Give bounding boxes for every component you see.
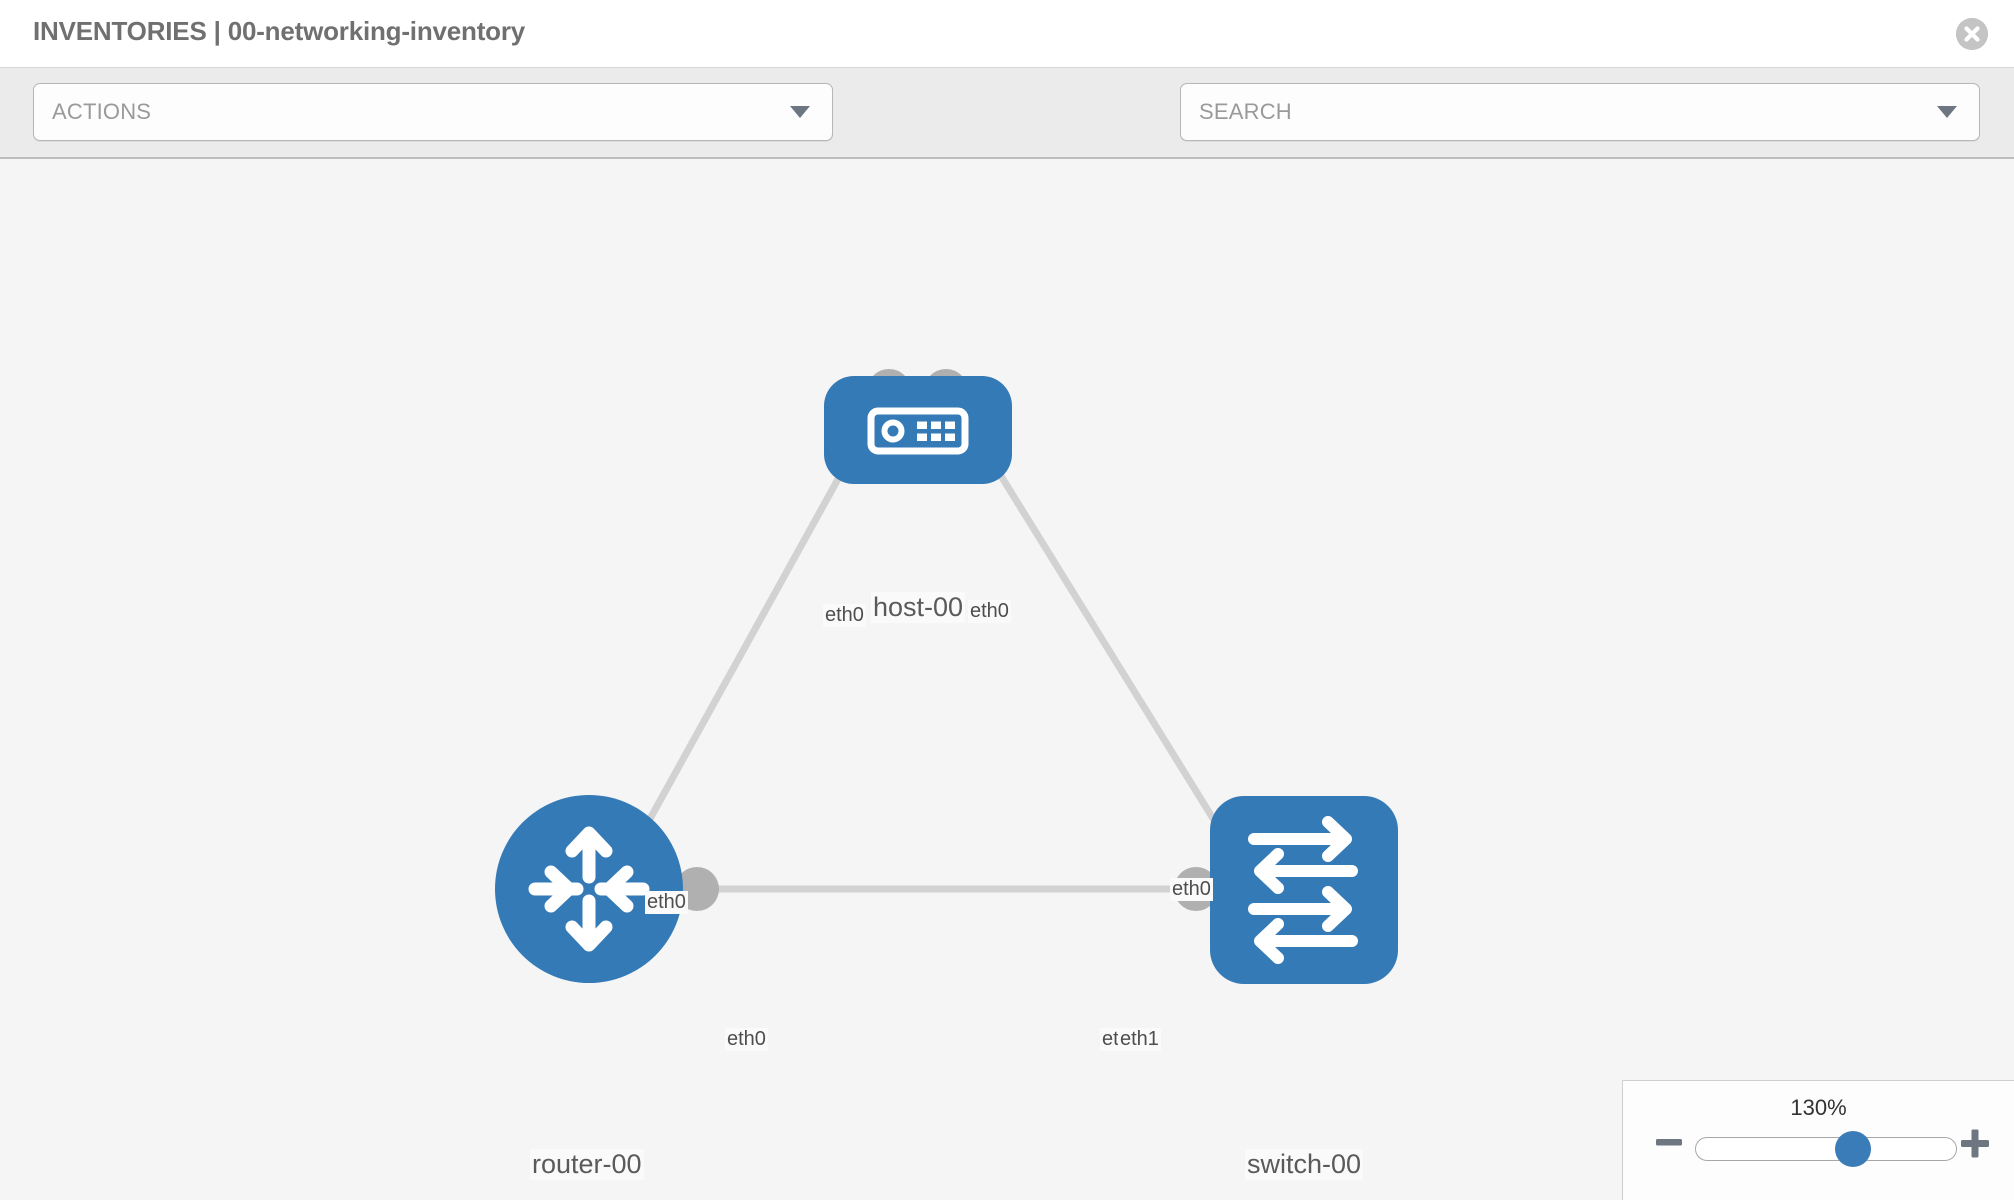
node-host-00 xyxy=(824,376,1012,484)
topology-graph xyxy=(495,369,1398,984)
minus-icon[interactable] xyxy=(1653,1126,1685,1163)
node-router-00 xyxy=(495,795,683,983)
iface-label-router00-right: eth0 xyxy=(725,1028,768,1051)
actions-dropdown-label: ACTIONS xyxy=(52,99,152,124)
iface-label-switch00-up: eth0 xyxy=(1170,878,1213,901)
iface-label-host00-right: eth0 xyxy=(968,600,1011,623)
node-switch-00 xyxy=(1210,796,1398,984)
toolbar: ACTIONS SEARCH xyxy=(0,68,2014,198)
iface-label-switch00-left: eth1 xyxy=(1118,1028,1161,1051)
page-title: INVENTORIES | 00-networking-inventory xyxy=(33,16,526,46)
iface-label-host00-left: eth0 xyxy=(823,604,866,627)
actions-dropdown[interactable]: ACTIONS xyxy=(33,83,833,141)
topology-canvas[interactable]: eth0 eth0 eth0 eth0 eth0 eth eth1 host-0… xyxy=(0,159,2014,1200)
chevron-down-icon xyxy=(1937,106,1957,118)
plus-icon[interactable] xyxy=(1958,1126,1992,1165)
zoom-control-panel: 130% xyxy=(1622,1080,2014,1200)
search-placeholder: SEARCH xyxy=(1199,99,1292,124)
chevron-down-icon xyxy=(790,106,810,118)
node-label-router-00: router-00 xyxy=(530,1149,644,1180)
zoom-level-label: 130% xyxy=(1790,1095,1847,1120)
node-label-host-00: host-00 xyxy=(871,592,966,623)
iface-label-router00-up: eth0 xyxy=(645,891,688,914)
search-input[interactable]: SEARCH xyxy=(1180,83,1980,141)
close-icon[interactable] xyxy=(1956,18,1988,50)
node-label-switch-00: switch-00 xyxy=(1245,1149,1364,1180)
zoom-slider-thumb[interactable] xyxy=(1835,1131,1871,1167)
page-header: INVENTORIES | 00-networking-inventory xyxy=(0,0,2014,68)
zoom-slider[interactable] xyxy=(1695,1131,1957,1167)
